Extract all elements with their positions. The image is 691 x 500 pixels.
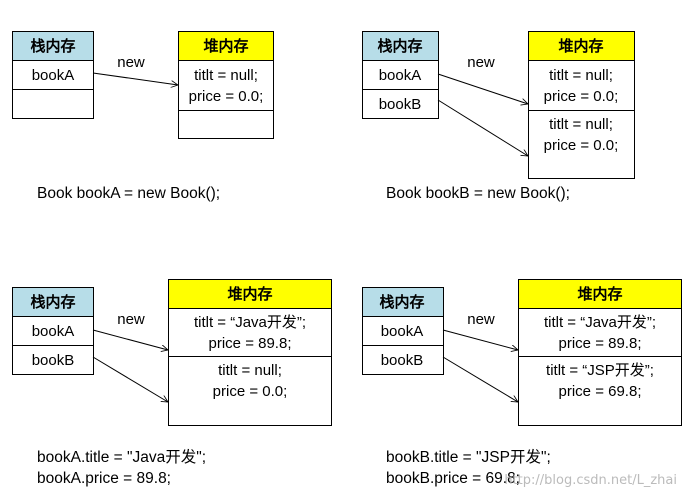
heap-table: 堆内存 titlt = null; price = 0.0; titlt = n… [528, 31, 635, 179]
object-price: price = 89.8; [559, 335, 642, 352]
object-title: titlt = “Java开发”; [544, 314, 656, 331]
stack-table: 栈内存 bookA [12, 31, 94, 119]
reference-arrow-b [92, 356, 168, 402]
var-booka: bookA [32, 67, 75, 84]
new-label: new [117, 311, 145, 328]
heap-empty-cell [178, 110, 274, 139]
stack-table: 栈内存 bookA bookB [362, 31, 439, 119]
panel-2: 栈内存 bookA bookB new 堆内存 titlt = null; pr… [362, 31, 635, 202]
reference-arrow-a [92, 329, 168, 350]
stack-table: 栈内存 bookA bookB [362, 287, 444, 375]
heap-table: 堆内存 titlt = null; price = 0.0; [178, 31, 274, 139]
var-bookb: bookB [379, 96, 422, 113]
heap-header [518, 279, 682, 309]
heap-object-a [168, 308, 332, 357]
code-line: Book bookB = new Book(); [386, 185, 570, 202]
heap-header-label: 堆内存 [227, 285, 272, 303]
object-price: price = 89.8; [209, 335, 292, 352]
code-line-1: bookA.title = "Java开发"; [37, 448, 206, 466]
stack-header-label: 栈内存 [30, 37, 75, 55]
stack-table: 栈内存 bookA bookB [12, 287, 94, 375]
heap-header-label: 堆内存 [558, 37, 603, 55]
object-title: titlt = null; [194, 67, 258, 84]
object-price: price = 0.0; [544, 137, 619, 154]
heap-object-a [518, 308, 682, 357]
var-booka: bookA [32, 323, 75, 340]
stack-header [362, 287, 444, 317]
stack-cell-bookb [362, 345, 444, 375]
new-label: new [467, 311, 495, 328]
object-price: price = 0.0; [544, 88, 619, 105]
panel-1: 栈内存 bookA new 堆内存 titlt = null; price = … [12, 31, 274, 202]
object-title: titlt = null; [549, 67, 613, 84]
object-title: titlt = “JSP开发”; [546, 362, 654, 379]
var-booka: bookA [381, 323, 424, 340]
stack-header [12, 31, 94, 61]
var-booka: bookA [379, 67, 422, 84]
heap-header [168, 279, 332, 309]
heap-table: 堆内存 titlt = “Java开发”; price = 89.8; titl… [518, 279, 682, 426]
var-bookb: bookB [32, 352, 75, 369]
code-line: Book bookA = new Book(); [37, 185, 220, 202]
object-price: price = 0.0; [213, 383, 288, 400]
panel-4: 栈内存 bookA bookB new 堆内存 titlt = “Java开发”… [362, 279, 682, 487]
new-label: new [117, 54, 145, 71]
code-line-2: bookB.price = 69.8; [386, 470, 520, 487]
object-price: price = 0.0; [189, 88, 264, 105]
new-label: new [467, 54, 495, 71]
object-price: price = 69.8; [559, 383, 642, 400]
heap-header [528, 31, 635, 61]
heap-object-b [168, 356, 332, 426]
heap-table: 堆内存 titlt = “Java开发”; price = 89.8; titl… [168, 279, 332, 426]
code-line-1: bookB.title = "JSP开发"; [386, 448, 551, 466]
stack-header-label: 栈内存 [379, 293, 424, 311]
stack-header-label: 栈内存 [377, 37, 422, 55]
stack-cell-bookb [362, 89, 439, 119]
panel-3: 栈内存 bookA bookB new 堆内存 titlt = “Java开发”… [12, 279, 332, 487]
stack-cell-bookb [12, 345, 94, 375]
stack-cell-booka [362, 316, 444, 346]
heap-header-label: 堆内存 [577, 285, 622, 303]
stack-header [12, 287, 94, 317]
reference-arrow-b [442, 356, 518, 402]
stack-cell-booka [362, 60, 439, 90]
heap-object-b [528, 110, 635, 179]
reference-arrow [92, 72, 178, 85]
stack-cell-booka [12, 316, 94, 346]
reference-arrow-a [437, 73, 528, 104]
heap-object [178, 60, 274, 111]
heap-object-b [518, 356, 682, 426]
reference-arrow-a [442, 329, 518, 350]
watermark: http://blog.csdn.net/L_zhai [504, 473, 677, 488]
var-bookb: bookB [381, 352, 424, 369]
object-title: titlt = null; [218, 362, 282, 379]
stack-header-label: 栈内存 [30, 293, 75, 311]
object-title: titlt = null; [549, 116, 613, 133]
stack-cell-booka [12, 60, 94, 90]
reference-arrow-b [437, 99, 528, 156]
object-title: titlt = “Java开发”; [194, 314, 306, 331]
code-line-2: bookA.price = 89.8; [37, 470, 171, 487]
stack-cell-empty [12, 89, 94, 119]
heap-header-label: 堆内存 [203, 37, 248, 55]
